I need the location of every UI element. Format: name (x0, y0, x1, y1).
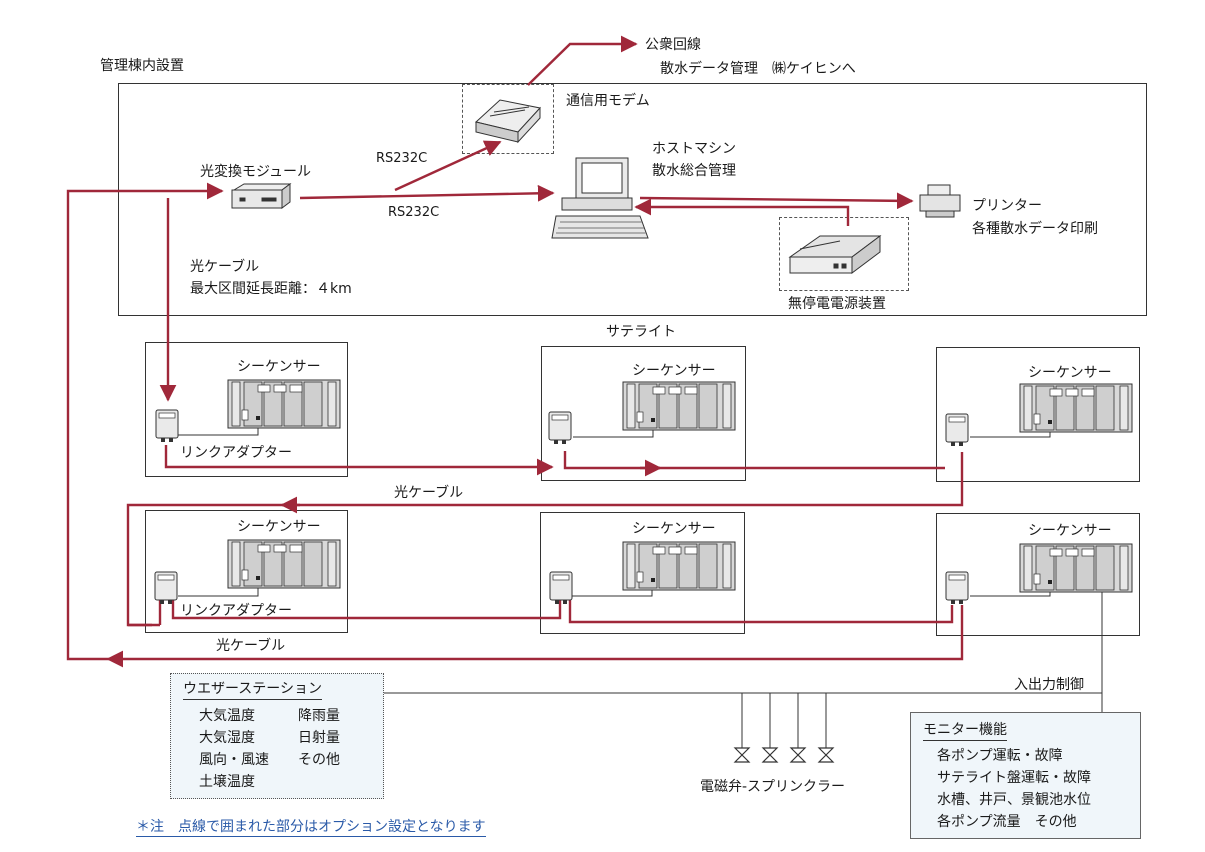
return-cable-2 (106, 605, 964, 668)
optical-module-icon (231, 183, 292, 209)
sequencer-label-5: シーケンサー (632, 521, 716, 537)
sequencer-label-6: シーケンサー (1028, 523, 1112, 539)
host-label-1: ホストマシン (652, 141, 736, 157)
computer-icon (551, 157, 649, 239)
weather-station-box: ウエザーステーション 大気温度 降雨量 大気湿度 日射量 風向・風速 その他 土… (170, 673, 384, 799)
satellite-label: サテライト (606, 324, 676, 340)
monitor-panel: モニター機能 各ポンプ運転・故障 サテライト盤運転・故障 水槽、井戸、景観池水位… (910, 712, 1141, 839)
io-control-label: 入出力制御 (1014, 677, 1084, 693)
printer-wire (639, 192, 914, 210)
sequencer-icon (227, 379, 341, 429)
sequencer-label-4: シーケンサー (237, 519, 321, 535)
sequencer-label-2: シーケンサー (632, 363, 716, 379)
weather-item: その他 (298, 752, 340, 768)
weather-item: 降雨量 (298, 708, 340, 724)
solenoid-label: 電磁弁-スプリンクラー (700, 779, 846, 795)
optical-cable-label-3: 光ケーブル (216, 638, 286, 654)
valve-icon (733, 747, 751, 763)
optical-cable-label-1: 光ケーブル (190, 259, 260, 275)
link-adapter-icon (945, 571, 969, 604)
building-label: 管理棟内設置 (100, 58, 184, 74)
sequencer-label-1: シーケンサー (237, 359, 321, 375)
link-adapter-icon (155, 409, 179, 442)
link-adapter-icon (549, 571, 573, 604)
printer-label-2: 各種散水データ印刷 (972, 221, 1098, 237)
sequencer-icon (227, 539, 341, 589)
sprinkler-data-label: 散水データ管理 ㈱ケイヒンへ (660, 61, 856, 77)
monitor-item: 水槽、井戸、景観池水位 (937, 792, 1091, 808)
satellite-panel-6 (936, 513, 1140, 636)
return-cable-1 (280, 452, 964, 514)
satellite-panel-5 (540, 512, 745, 634)
public-line-label: 公衆回線 (645, 37, 701, 53)
building-frame (118, 83, 1147, 316)
public-line-wire (527, 35, 638, 86)
rs232c-modem-wire (394, 140, 502, 192)
valve-icon (761, 747, 779, 763)
host-label-2: 散水総合管理 (652, 163, 736, 179)
sequencer-icon (1019, 543, 1133, 593)
monitor-title: モニター機能 (923, 721, 1007, 741)
weather-item: 大気湿度 (199, 730, 255, 746)
valve-icon (789, 747, 807, 763)
valve-icon (817, 747, 835, 763)
monitor-item: 各ポンプ運転・故障 (937, 748, 1063, 764)
link-adapter-icon (945, 413, 969, 446)
optical-cable-loop (66, 182, 224, 661)
link-adapter-icon (548, 411, 572, 444)
rs232c-top-label: RS232C (376, 151, 428, 166)
modem-label: 通信用モデム (566, 93, 650, 109)
rs232c-bottom-label: RS232C (388, 205, 440, 220)
max-distance-label: 最大区間延長距離：４km (190, 281, 352, 297)
sequencer-label-3: シーケンサー (1028, 365, 1112, 381)
link-adapter-label-2: リンクアダプター (180, 603, 292, 619)
optical-cable-label-2: 光ケーブル (394, 485, 464, 501)
satellite-panel-2 (541, 346, 746, 481)
monitor-item: 各ポンプ流量 その他 (937, 814, 1077, 830)
ups-label: 無停電電源装置 (788, 296, 886, 312)
sequencer-icon (622, 381, 736, 431)
weather-item: 大気温度 (199, 708, 255, 724)
weather-item: 土壌温度 (199, 774, 255, 790)
sequencer-icon (1019, 383, 1133, 433)
printer-icon (919, 184, 961, 218)
satellite-panel-1 (145, 342, 348, 477)
weather-station-title: ウエザーステーション (183, 680, 323, 700)
modem-icon (474, 99, 541, 144)
optical-module-label: 光変換モジュール (200, 164, 312, 180)
row2-wire-b (568, 600, 954, 624)
weather-item: 風向・風速 (199, 752, 269, 768)
ups-option-frame (779, 217, 909, 291)
monitor-item: サテライト盤運転・故障 (937, 770, 1091, 786)
rs232c-host-wire (299, 184, 555, 202)
ups-icon (788, 235, 882, 274)
printer-label-1: プリンター (972, 198, 1042, 214)
option-note: ＊注 点線で囲まれた部分はオプション設定となります (136, 816, 486, 837)
row1-wire-b (563, 451, 662, 477)
link-adapter-label-1: リンクアダプター (180, 445, 292, 461)
sequencer-icon (622, 541, 736, 591)
satellite-panel-3 (936, 347, 1140, 482)
row1-wire-a (164, 445, 554, 476)
satellite-panel-4 (145, 510, 348, 633)
modem-option-frame (462, 84, 554, 154)
ups-wire (634, 198, 850, 226)
weather-item: 日射量 (298, 730, 340, 746)
row2-wire-a (171, 600, 562, 620)
link-adapter-icon (154, 571, 178, 604)
